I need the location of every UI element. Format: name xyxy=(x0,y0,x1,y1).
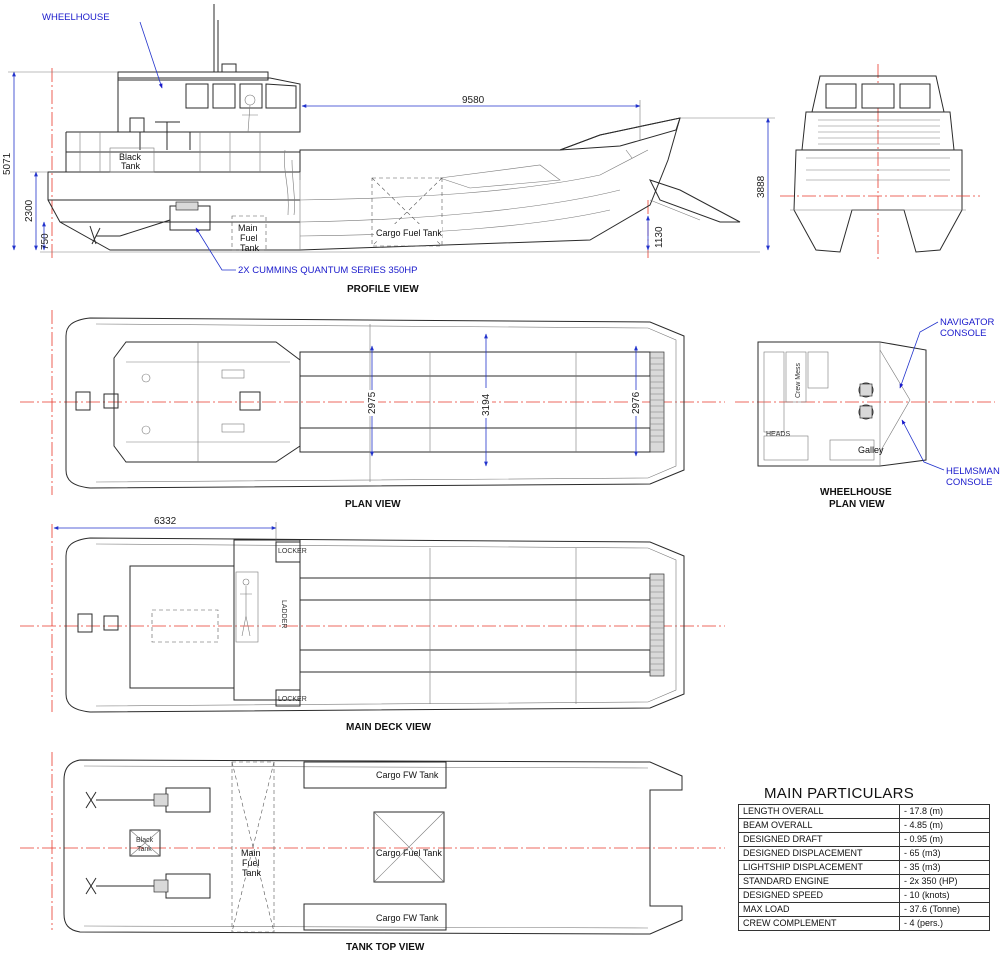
row-label: DESIGNED SPEED xyxy=(738,888,900,903)
tank-top-engines xyxy=(85,787,211,899)
dim-plan-width-3: 2976 xyxy=(631,391,642,414)
table-row: DESIGNED SPEED- 10 (knots) xyxy=(738,888,990,903)
table-row: BEAM OVERALL- 4.85 (m) xyxy=(738,818,990,833)
dim-deck-length: 9580 xyxy=(462,95,485,106)
title-tank-top-view: TANK TOP VIEW xyxy=(346,942,425,953)
label-cargo-fw-bottom: Cargo FW Tank xyxy=(376,913,439,923)
table-row: DESIGNED DRAFT- 0.95 (m) xyxy=(738,832,990,847)
title-profile-view: PROFILE VIEW xyxy=(347,284,419,295)
row-value: - 17.8 (m) xyxy=(899,804,990,819)
label-navigator-2: CONSOLE xyxy=(940,328,986,339)
row-label: DESIGNED DRAFT xyxy=(738,832,900,847)
table-row: STANDARD ENGINE- 2x 350 (HP) xyxy=(738,874,990,889)
tank-top-view: Cargo FW Tank Cargo FW Tank Cargo Fuel T… xyxy=(20,752,725,953)
dim-plan-width-2: 3194 xyxy=(481,393,492,416)
front-railing xyxy=(818,119,940,145)
table-row: LENGTH OVERALL- 17.8 (m) xyxy=(738,804,990,819)
row-label: LIGHTSHIP DISPLACEMENT xyxy=(738,860,900,875)
label-main-fuel-profile-1: Main xyxy=(238,223,258,233)
title-wheelhouse-plan-1: WHEELHOUSE xyxy=(820,487,892,498)
row-value: - 10 (knots) xyxy=(899,888,990,903)
profile-dimensions: 5071 2300 750 9580 1130 3888 xyxy=(2,71,775,251)
table-row: LIGHTSHIP DISPLACEMENT- 35 (m3) xyxy=(738,860,990,875)
label-wheelhouse: WHEELHOUSE xyxy=(42,12,110,23)
particulars-table: LENGTH OVERALL- 17.8 (m) BEAM OVERALL- 4… xyxy=(738,804,990,931)
profile-view xyxy=(40,4,760,258)
dim-plan-width-1: 2975 xyxy=(367,391,378,414)
label-locker-top: LOCKER xyxy=(278,548,307,555)
row-label: BEAM OVERALL xyxy=(738,818,900,833)
row-label: DESIGNED DISPLACEMENT xyxy=(738,846,900,861)
label-helmsman-1: HELMSMAN xyxy=(946,466,1000,477)
row-value: - 0.95 (m) xyxy=(899,832,990,847)
row-label: CREW COMPLEMENT xyxy=(738,916,900,931)
label-ladder: LADDER xyxy=(280,600,287,628)
label-main-fuel-top-1: Main xyxy=(241,848,261,858)
dim-overall-height: 5071 xyxy=(2,152,13,175)
row-value: - 4 (pers.) xyxy=(899,916,990,931)
label-engines: 2X CUMMINS QUANTUM SERIES 350HP xyxy=(238,265,417,276)
dim-bow-height: 1130 xyxy=(654,226,665,248)
row-value: - 2x 350 (HP) xyxy=(899,874,990,889)
row-value: - 37.6 (Tonne) xyxy=(899,902,990,917)
wheelhouse-plan: Crew Mess Galley HEADS NAVIGATOR CONSOLE… xyxy=(735,317,1000,510)
dim-draft: 750 xyxy=(40,233,51,250)
row-value: - 4.85 (m) xyxy=(899,818,990,833)
front-view xyxy=(780,64,980,262)
label-navigator-1: NAVIGATOR xyxy=(940,317,995,328)
label-black-tank-top-2: Tank xyxy=(137,846,152,853)
label-cargo-fuel-profile: Cargo Fuel Tank xyxy=(376,228,442,238)
profile-labels: WHEELHOUSE 2X CUMMINS QUANTUM SERIES 350… xyxy=(42,12,442,295)
title-wheelhouse-plan-2: PLAN VIEW xyxy=(829,499,885,510)
label-helmsman-2: CONSOLE xyxy=(946,477,992,488)
label-heads: HEADS xyxy=(766,431,790,438)
row-value: - 65 (m3) xyxy=(899,846,990,861)
label-black-tank-profile-2: Tank xyxy=(121,161,141,171)
particulars-heading: MAIN PARTICULARS xyxy=(764,785,915,802)
main-deck-view: 6332 LOCKER LOCKER LADDER MAIN DECK VIEW xyxy=(20,516,725,733)
deck-cargo-grating xyxy=(299,548,665,704)
label-main-fuel-top-3: Tank xyxy=(242,868,262,878)
label-cargo-fw-top: Cargo FW Tank xyxy=(376,770,439,780)
label-main-fuel-profile-2: Fuel xyxy=(240,233,258,243)
label-black-tank-profile-1: Black xyxy=(119,152,142,162)
dim-deckhouse-length: 6332 xyxy=(154,516,177,527)
row-label: STANDARD ENGINE xyxy=(738,874,900,889)
plan-cargo-grating xyxy=(299,324,665,482)
row-label: MAX LOAD xyxy=(738,902,900,917)
row-value: - 35 (m3) xyxy=(899,860,990,875)
row-label: LENGTH OVERALL xyxy=(738,804,900,819)
label-cargo-fuel-tanktop: Cargo Fuel Tank xyxy=(376,848,442,858)
label-main-fuel-top-2: Fuel xyxy=(242,858,260,868)
dim-hull-height: 2300 xyxy=(24,199,35,222)
label-galley: Galley xyxy=(858,445,884,455)
label-locker-bottom: LOCKER xyxy=(278,696,307,703)
label-main-fuel-profile-3: Tank xyxy=(240,243,260,253)
table-row: CREW COMPLEMENT- 4 (pers.) xyxy=(738,916,990,931)
title-main-deck-view: MAIN DECK VIEW xyxy=(346,722,432,733)
table-row: MAX LOAD- 37.6 (Tonne) xyxy=(738,902,990,917)
main-particulars: MAIN PARTICULARS LENGTH OVERALL- 17.8 (m… xyxy=(738,785,990,931)
plan-view: 2975 3194 2976 PLAN VIEW xyxy=(20,310,725,510)
label-black-tank-top-1: Black xyxy=(136,837,154,844)
table-row: DESIGNED DISPLACEMENT- 65 (m3) xyxy=(738,846,990,861)
title-plan-view: PLAN VIEW xyxy=(345,499,401,510)
label-crew-mess: Crew Mess xyxy=(795,362,802,398)
dim-front-height: 3888 xyxy=(756,175,767,198)
